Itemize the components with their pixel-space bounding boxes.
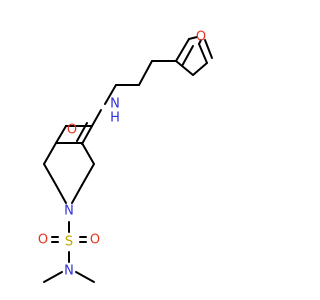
amide-nitrogen-label: N: [110, 97, 120, 112]
bond: [55, 125, 67, 144]
sulfonyl-group: [43, 221, 95, 283]
bond: [75, 271, 95, 283]
bond: [192, 62, 208, 76]
sulfonyl-oxygen-left-label: O: [38, 233, 48, 248]
bond: [71, 184, 83, 204]
amide-group: [55, 109, 102, 145]
dimethylamine-nitrogen-label: N: [64, 264, 74, 279]
bond: [104, 84, 117, 105]
furan-ring: [175, 36, 213, 76]
bond: [81, 142, 95, 165]
bond: [81, 125, 93, 145]
bond: [175, 60, 194, 76]
piperidine-ring: [43, 142, 95, 204]
bond: [181, 45, 194, 67]
sulfonyl-oxygen-right-label: O: [90, 233, 100, 248]
bond: [76, 122, 88, 142]
bond: [55, 184, 67, 204]
bond: [188, 36, 198, 40]
bond: [198, 43, 208, 64]
bond: [175, 38, 190, 62]
bond: [204, 39, 213, 59]
bond: [91, 109, 102, 127]
amide-hydrogen-label: H: [110, 111, 120, 126]
piperidine-nitrogen-label: N: [64, 204, 74, 219]
furan-oxygen-label: O: [196, 30, 206, 45]
bond: [43, 142, 57, 165]
bond: [81, 163, 95, 186]
bond: [43, 163, 57, 186]
propyl-chain: [104, 60, 177, 105]
bond: [43, 271, 63, 283]
bond: [198, 39, 202, 45]
carbonyl-oxygen-label: O: [67, 123, 77, 138]
molecule-structure: O O N H N S O O N: [38, 30, 213, 283]
bond: [138, 60, 153, 86]
sulfur-label: S: [65, 235, 73, 250]
